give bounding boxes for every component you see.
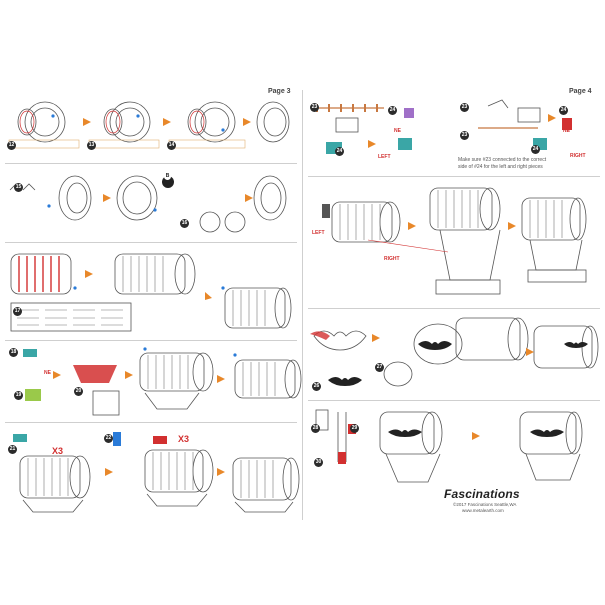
right-label: RIGHT: [570, 153, 586, 159]
row-divider: [5, 422, 297, 423]
page-label-left: Page 3: [268, 88, 291, 95]
step-number: 29: [350, 424, 359, 433]
quantity-x3: X3: [52, 446, 64, 456]
right-label: RIGHT: [384, 256, 400, 262]
step-number: 23: [310, 103, 319, 112]
page-label-right: Page 4: [569, 88, 592, 95]
row-divider: [308, 176, 600, 177]
row-divider: [308, 400, 600, 401]
step-number: 19: [14, 391, 23, 400]
step-number: 24: [531, 145, 540, 154]
step-21-diagram: [13, 432, 300, 513]
left-label: LEFT: [378, 154, 391, 160]
step-number: 16: [180, 219, 189, 228]
page-divider: [302, 90, 303, 520]
note-line-1: Make sure #23 connected to the correct: [458, 157, 547, 163]
step-number: 18: [9, 348, 18, 357]
step-number: 24: [559, 106, 568, 115]
step-number: 26: [312, 382, 321, 391]
row-divider: [5, 242, 297, 243]
row-divider: [308, 308, 600, 309]
left-label: LEFT: [312, 230, 325, 236]
b-badge: B: [164, 173, 171, 180]
step-number: 30: [314, 458, 323, 467]
ne-label: NE: [44, 370, 51, 376]
step-number: 14: [167, 141, 176, 150]
row-divider: [5, 163, 297, 164]
step-15-diagram: [9, 175, 287, 233]
step-number: 22: [104, 434, 113, 443]
step-number: 13: [87, 141, 96, 150]
row-divider: [5, 340, 297, 341]
step-12-diagram: [8, 101, 290, 149]
step-18-diagram: [23, 347, 302, 416]
step-number: 21: [8, 445, 17, 454]
step-number: 15: [14, 183, 23, 192]
step-number: 20: [74, 387, 83, 396]
bat-emblem-diagram: [310, 317, 599, 387]
step-number: 28: [311, 424, 320, 433]
step-number: 17: [13, 307, 22, 316]
copyright-text: ©2017 Fascinations Seattle,WA: [453, 502, 517, 507]
brand-logo: Fascinations: [444, 487, 520, 501]
step-number: 24: [388, 106, 397, 115]
final-assembly-diagram: [315, 409, 583, 483]
note-line-2: side of #24 for the left and right piece…: [458, 164, 543, 170]
quantity-x3: X3: [178, 434, 190, 444]
ne-label: NE: [563, 128, 570, 134]
step-number: 23: [460, 131, 469, 140]
step-23-diagram: [314, 99, 572, 154]
step-number: 24: [335, 147, 344, 156]
website-text: www.metalearth.com: [462, 508, 504, 513]
step-number: 27: [375, 363, 384, 372]
step-17-diagram: [10, 253, 292, 332]
step-number: 12: [7, 141, 16, 150]
step-number: 23: [460, 103, 469, 112]
stand-assembly-diagram: [322, 187, 587, 295]
ne-label: NE: [394, 128, 401, 134]
